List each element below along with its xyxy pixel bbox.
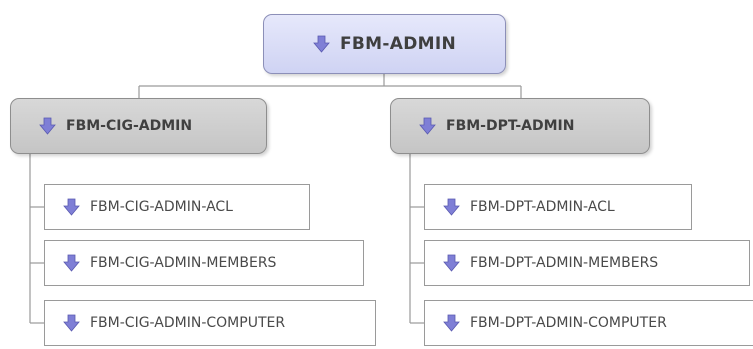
leaf-node-cig-acl[interactable]: FBM-CIG-ADMIN-ACL: [44, 184, 310, 230]
root-node[interactable]: FBM-ADMIN: [263, 14, 506, 74]
group-node-label: FBM-DPT-ADMIN: [446, 118, 575, 134]
group-node-dpt-admin[interactable]: FBM-DPT-ADMIN: [390, 98, 650, 154]
leaf-node-label: FBM-DPT-ADMIN-COMPUTER: [470, 315, 667, 331]
leaf-node-label: FBM-CIG-ADMIN-MEMBERS: [90, 255, 277, 271]
down-arrow-icon: [443, 198, 460, 216]
root-node-label: FBM-ADMIN: [340, 34, 456, 54]
leaf-node-cig-members[interactable]: FBM-CIG-ADMIN-MEMBERS: [44, 240, 364, 286]
down-arrow-icon: [419, 117, 436, 135]
down-arrow-icon: [313, 35, 330, 53]
leaf-node-dpt-computer[interactable]: FBM-DPT-ADMIN-COMPUTER: [424, 300, 753, 346]
leaf-node-label: FBM-DPT-ADMIN-MEMBERS: [470, 255, 659, 271]
down-arrow-icon: [63, 314, 80, 332]
leaf-node-label: FBM-CIG-ADMIN-COMPUTER: [90, 315, 286, 331]
down-arrow-icon: [443, 314, 460, 332]
down-arrow-icon: [63, 198, 80, 216]
down-arrow-icon: [39, 117, 56, 135]
down-arrow-icon: [63, 254, 80, 272]
down-arrow-icon: [443, 254, 460, 272]
leaf-node-cig-computer[interactable]: FBM-CIG-ADMIN-COMPUTER: [44, 300, 376, 346]
group-node-cig-admin[interactable]: FBM-CIG-ADMIN: [10, 98, 267, 154]
leaf-node-dpt-acl[interactable]: FBM-DPT-ADMIN-ACL: [424, 184, 692, 230]
leaf-node-label: FBM-CIG-ADMIN-ACL: [90, 199, 233, 215]
group-node-label: FBM-CIG-ADMIN: [66, 118, 193, 134]
leaf-node-dpt-members[interactable]: FBM-DPT-ADMIN-MEMBERS: [424, 240, 750, 286]
leaf-node-label: FBM-DPT-ADMIN-ACL: [470, 199, 615, 215]
